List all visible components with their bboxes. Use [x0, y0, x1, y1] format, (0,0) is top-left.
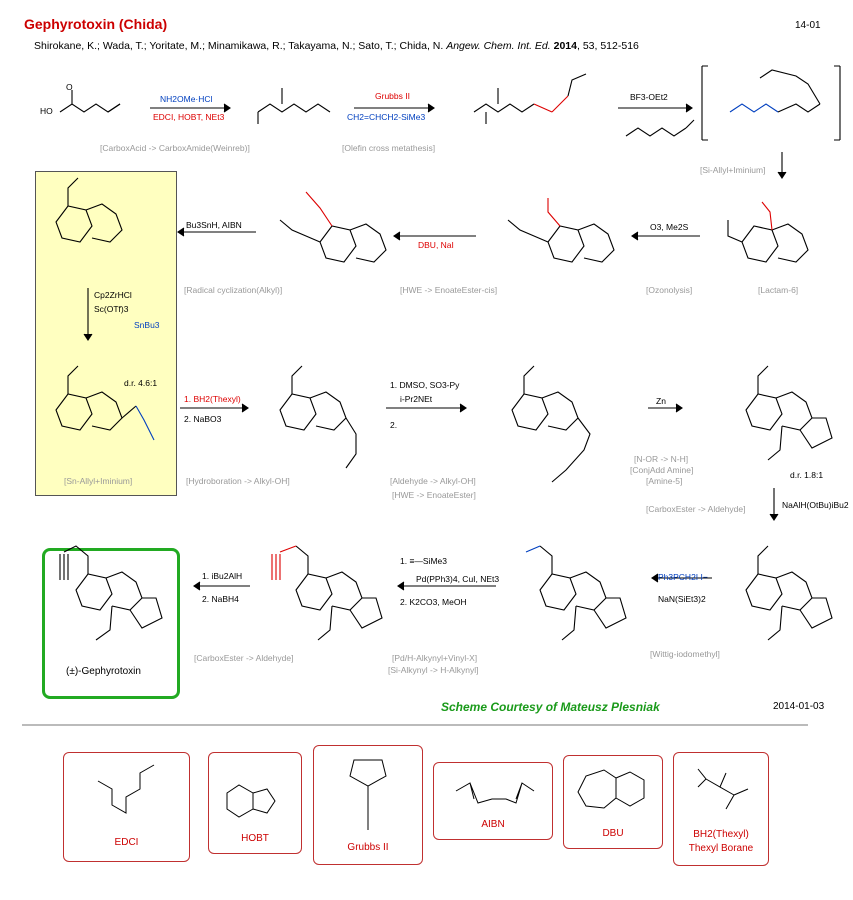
scheme-date: 2014-01-03 [773, 701, 825, 712]
reagent-thexylborane: 1. BH2(Thexyl) [184, 394, 241, 404]
caption-si-allyl: [Si-Allyl+Iminium] [700, 165, 766, 175]
reagent-hwe: DBU, NaI [418, 240, 454, 250]
hobt-label: HOBT [241, 833, 269, 844]
reagent3: BF3-OEt2 [630, 92, 668, 102]
reagent-box-thexylborane: BH2(Thexyl) Thexyl Borane [673, 752, 769, 866]
grubbs-label: Grubbs II [347, 842, 389, 853]
courtesy-text: Scheme Courtesy of Mateusz Plesniak [441, 700, 660, 714]
reagent-base: i-Pr2NEt [400, 394, 433, 404]
reagent-perborate: 2. NaBO3 [184, 414, 222, 424]
reagent-box-grubbs: Grubbs II [313, 745, 423, 865]
reagent-desilylation: 2. K2CO3, MeOH [400, 597, 467, 607]
ref-year: 2014 [553, 40, 577, 52]
reagent-nabh4: 2. NaBH4 [202, 594, 239, 604]
caption-amine5: [Amine-5] [646, 476, 683, 486]
edci-label: EDCI [114, 837, 139, 848]
reagent-wittig-base: NaN(SiEt3)2 [658, 594, 706, 604]
aibn-label: AIBN [481, 819, 505, 830]
ho-label: HO [40, 106, 53, 116]
reagent-allylstannane: SnBu3 [134, 320, 160, 330]
caption-hydroboration: [Hydroboration -> Alkyl-OH] [186, 476, 290, 486]
reagent-scandium: Sc(OTf)3 [94, 304, 129, 314]
caption-lactam: [Lactam-6] [758, 285, 799, 295]
product-name: (±)-Gephyrotoxin [66, 666, 141, 677]
dbu-label: DBU [602, 828, 624, 839]
edci-structure [97, 764, 155, 814]
thexylborane-structure [697, 768, 749, 810]
dr-yellow: d.r. 4.6:1 [124, 378, 158, 388]
reagent-schwartz: Cp2ZrHCl [94, 290, 132, 300]
product-box [42, 548, 180, 699]
reagent-radical: Bu3SnH, AIBN [186, 220, 242, 230]
page-title: Gephyrotoxin (Chida) [24, 16, 168, 32]
reagent-parikh: 1. DMSO, SO3-Py [390, 380, 460, 390]
oxygen-label: O [66, 82, 73, 92]
reagent-hwe2: 2. [390, 420, 398, 430]
caption-reduction: [CarboxEster -> Aldehyde] [646, 504, 746, 514]
caption-hwe-trans: [HWE -> EnoateEster] [392, 490, 476, 500]
aibn-structure [455, 782, 535, 804]
caption-ozonolysis: [Ozonolysis] [646, 285, 693, 295]
reagent1-top: NH2OMe·HCl [160, 94, 213, 104]
caption-desilylation: [Si-Alkynyl -> H-Alkynyl] [388, 665, 479, 675]
reagent-sonogashira2: Pd(PPh3)4, CuI, NEt3 [416, 574, 500, 584]
reagent-wittig: Ph3PCH2I I− [658, 572, 708, 582]
caption-radical: [Radical cyclization(Alkyl)] [184, 285, 283, 295]
caption-dibal: [CarboxEster -> Aldehyde] [194, 653, 294, 663]
dr-tricycle: d.r. 1.8:1 [790, 470, 824, 480]
hobt-structure [226, 784, 276, 818]
reagent-box-dbu: DBU [563, 755, 663, 849]
thexylborane-label: BH2(Thexyl) [693, 829, 749, 840]
page-number: 14-01 [795, 20, 821, 31]
reagent-zinc: Zn [656, 396, 666, 406]
reference: Shirokane, K.; Wada, T.; Yoritate, M.; M… [34, 40, 639, 52]
separator-line [22, 724, 808, 726]
reagent-box-edci: EDCI [63, 752, 190, 862]
reagent-box-aibn: AIBN [433, 762, 553, 840]
grubbs-structure [349, 759, 387, 830]
ref-volume: , 53, 512-516 [576, 40, 639, 52]
caption-weinreb: [CarboxAcid -> CarboxAmide(Weinreb)] [100, 143, 250, 153]
caption-sonogashira: [Pd/H-Alkynyl+Vinyl-X] [392, 653, 478, 663]
ref-journal: Angew. Chem. Int. Ed. [446, 40, 551, 52]
reagent-dibal: 1. iBu2AlH [202, 571, 243, 581]
reagent2-bottom: CH2=CHCH2-SiMe3 [347, 112, 426, 122]
reagent-reduction: NaAlH(OtBu)iBu2 [782, 500, 849, 510]
reagent2-top: Grubbs II [375, 91, 410, 101]
caption-hwe-cis: [HWE -> EnoateEster-cis] [400, 285, 498, 295]
caption-n-or: [N-OR -> N-H] [634, 454, 689, 464]
ref-authors: Shirokane, K.; Wada, T.; Yoritate, M.; M… [34, 40, 444, 52]
intermediate-highlight-box [35, 171, 177, 496]
reagent-box-hobt: HOBT [208, 752, 302, 854]
dbu-structure [577, 769, 645, 809]
caption-metathesis: [Olefin cross metathesis] [342, 143, 436, 153]
caption-oxidation: [Aldehyde -> Alkyl-OH] [390, 476, 476, 486]
caption-conjadd: [ConjAdd Amine] [630, 465, 694, 475]
reagent1-bottom: EDCI, HOBT, NEt3 [153, 112, 225, 122]
caption-wittig: [Wittig-iodomethyl] [650, 649, 720, 659]
reagent-sonogashira1: 1. ≡—SiMe3 [400, 556, 448, 566]
thexylborane-alt-label: Thexyl Borane [688, 843, 754, 854]
caption-sn-allyl: [Sn-Allyl+Iminium] [64, 476, 133, 486]
reagent-ozonolysis: O3, Me2S [650, 222, 689, 232]
